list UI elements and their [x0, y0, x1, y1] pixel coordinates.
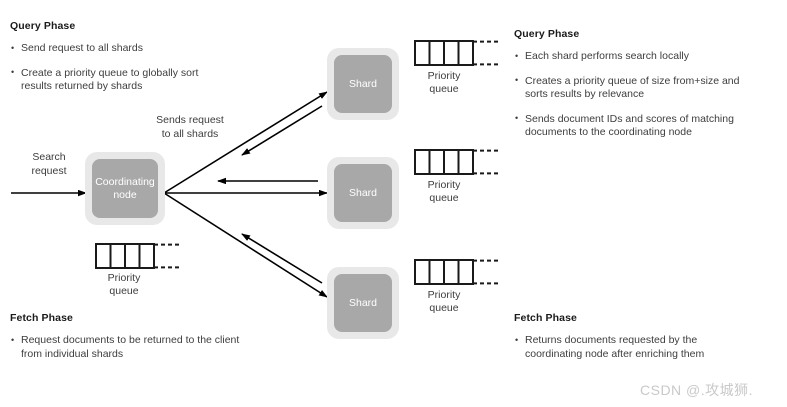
list-item: Send request to all shards [10, 42, 225, 56]
csdn-watermark: CSDN @.攻城狮. [640, 382, 754, 398]
shard-2-priority-queue [414, 149, 500, 180]
list-item: Request documents to be returned to the … [10, 334, 260, 361]
right-fetch-phase-bullets: Returns documents requested by the coord… [514, 334, 744, 372]
left-query-phase-bullets: Send request to all shards Create a prio… [10, 42, 225, 105]
right-query-phase-title: Query Phase [514, 28, 580, 40]
arrow-node-to-shard-1 [163, 91, 328, 194]
shard-node-2-label: Shard [334, 164, 392, 222]
list-item: Sends document IDs and scores of matchin… [514, 112, 764, 140]
left-fetch-phase-bullets: Request documents to be returned to the … [10, 334, 260, 372]
list-item: Returns documents requested by the coord… [514, 334, 744, 361]
sends-request-label: Sends request to all shards [156, 114, 224, 140]
shard-node-1[interactable]: Shard [327, 48, 399, 120]
coordinating-node-label: Coordinating node [92, 159, 158, 218]
arrow-node-to-shard-3 [163, 192, 328, 298]
arrow-shard-1-to-node [241, 105, 323, 156]
shard-3-priority-queue-label: Priority queue [427, 289, 461, 314]
shard-node-3-label: Shard [334, 274, 392, 332]
list-item: Each shard performs search locally [514, 50, 764, 64]
shard-3-priority-queue [414, 259, 500, 290]
shard-1-priority-queue-label: Priority queue [427, 70, 461, 95]
list-item: Creates a priority queue of size from+si… [514, 74, 764, 102]
shard-node-3[interactable]: Shard [327, 267, 399, 339]
right-query-phase-bullets: Each shard performs search locally Creat… [514, 50, 764, 151]
shard-node-1-label: Shard [334, 55, 392, 113]
list-item: Create a priority queue to globally sort… [10, 66, 225, 94]
search-request-label: Search request [31, 151, 67, 177]
left-query-phase-title: Query Phase [10, 20, 76, 32]
coordinator-priority-queue [95, 243, 181, 274]
left-fetch-phase-title: Fetch Phase [10, 312, 73, 324]
right-fetch-phase-title: Fetch Phase [514, 312, 577, 324]
shard-node-2[interactable]: Shard [327, 157, 399, 229]
shard-1-priority-queue [414, 40, 500, 71]
coordinating-node[interactable]: Coordinating node [85, 152, 165, 225]
shard-2-priority-queue-label: Priority queue [427, 179, 461, 204]
arrow-shard-3-to-node [241, 233, 323, 284]
coordinator-priority-queue-label: Priority queue [107, 272, 141, 297]
